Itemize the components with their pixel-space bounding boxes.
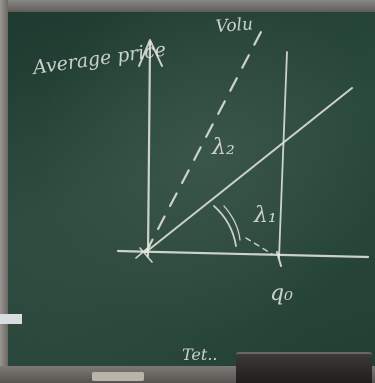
bottom-scribble: Tet.. — [182, 345, 218, 364]
chalkboard-surface — [8, 10, 375, 368]
angle-arc-lambda-1-inner — [223, 205, 241, 241]
top-label: Volu — [215, 14, 254, 37]
dashed-ray — [144, 28, 264, 254]
q0-label: q₀ — [270, 281, 293, 306]
board-clip — [0, 314, 22, 324]
board-frame-left — [0, 0, 8, 383]
y-axis-arrowhead — [138, 39, 163, 67]
y-axis — [146, 40, 152, 258]
chalk-eraser — [92, 372, 144, 381]
lambda-1-label: λ₁ — [253, 203, 277, 228]
lambda-2-label: λ₂ — [211, 135, 235, 160]
board-frame-top — [0, 0, 375, 12]
x-axis — [116, 249, 370, 259]
solid-ray — [145, 87, 353, 253]
q0-tick — [276, 251, 282, 267]
laptop-lid — [236, 352, 372, 383]
y-axis-label: Average price — [30, 39, 168, 80]
vertical-line-q0 — [278, 51, 288, 259]
lambda-1-dash — [245, 237, 273, 255]
angle-arc-lambda-1 — [213, 205, 237, 247]
